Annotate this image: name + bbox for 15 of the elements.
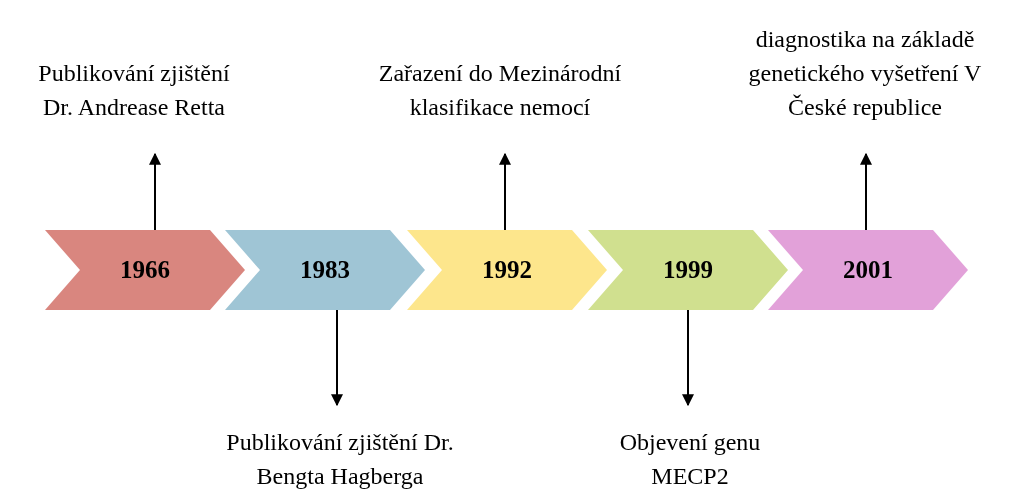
year-label: 1999 — [663, 255, 713, 286]
event-text: Zařazení do Mezinárodní klasifikace nemocí — [377, 59, 623, 122]
event-text: Publikování zjištění Dr. Andrease Retta — [37, 59, 231, 122]
year-label: 2001 — [843, 255, 893, 286]
arrow — [860, 152, 872, 231]
event-text: Objevení genu MECP2 — [618, 428, 762, 491]
year-label: 1966 — [120, 255, 170, 286]
year-label: 1983 — [300, 255, 350, 286]
arrow — [682, 309, 694, 407]
arrow — [499, 152, 511, 231]
year-label: 1992 — [482, 255, 532, 286]
event-text: diagnostika na základě genetického vyšetření V České republice — [747, 25, 983, 122]
arrow — [331, 309, 343, 407]
event-text: Publikování zjištění Dr. Bengta Hagberga — [225, 428, 455, 491]
arrow — [149, 152, 161, 231]
